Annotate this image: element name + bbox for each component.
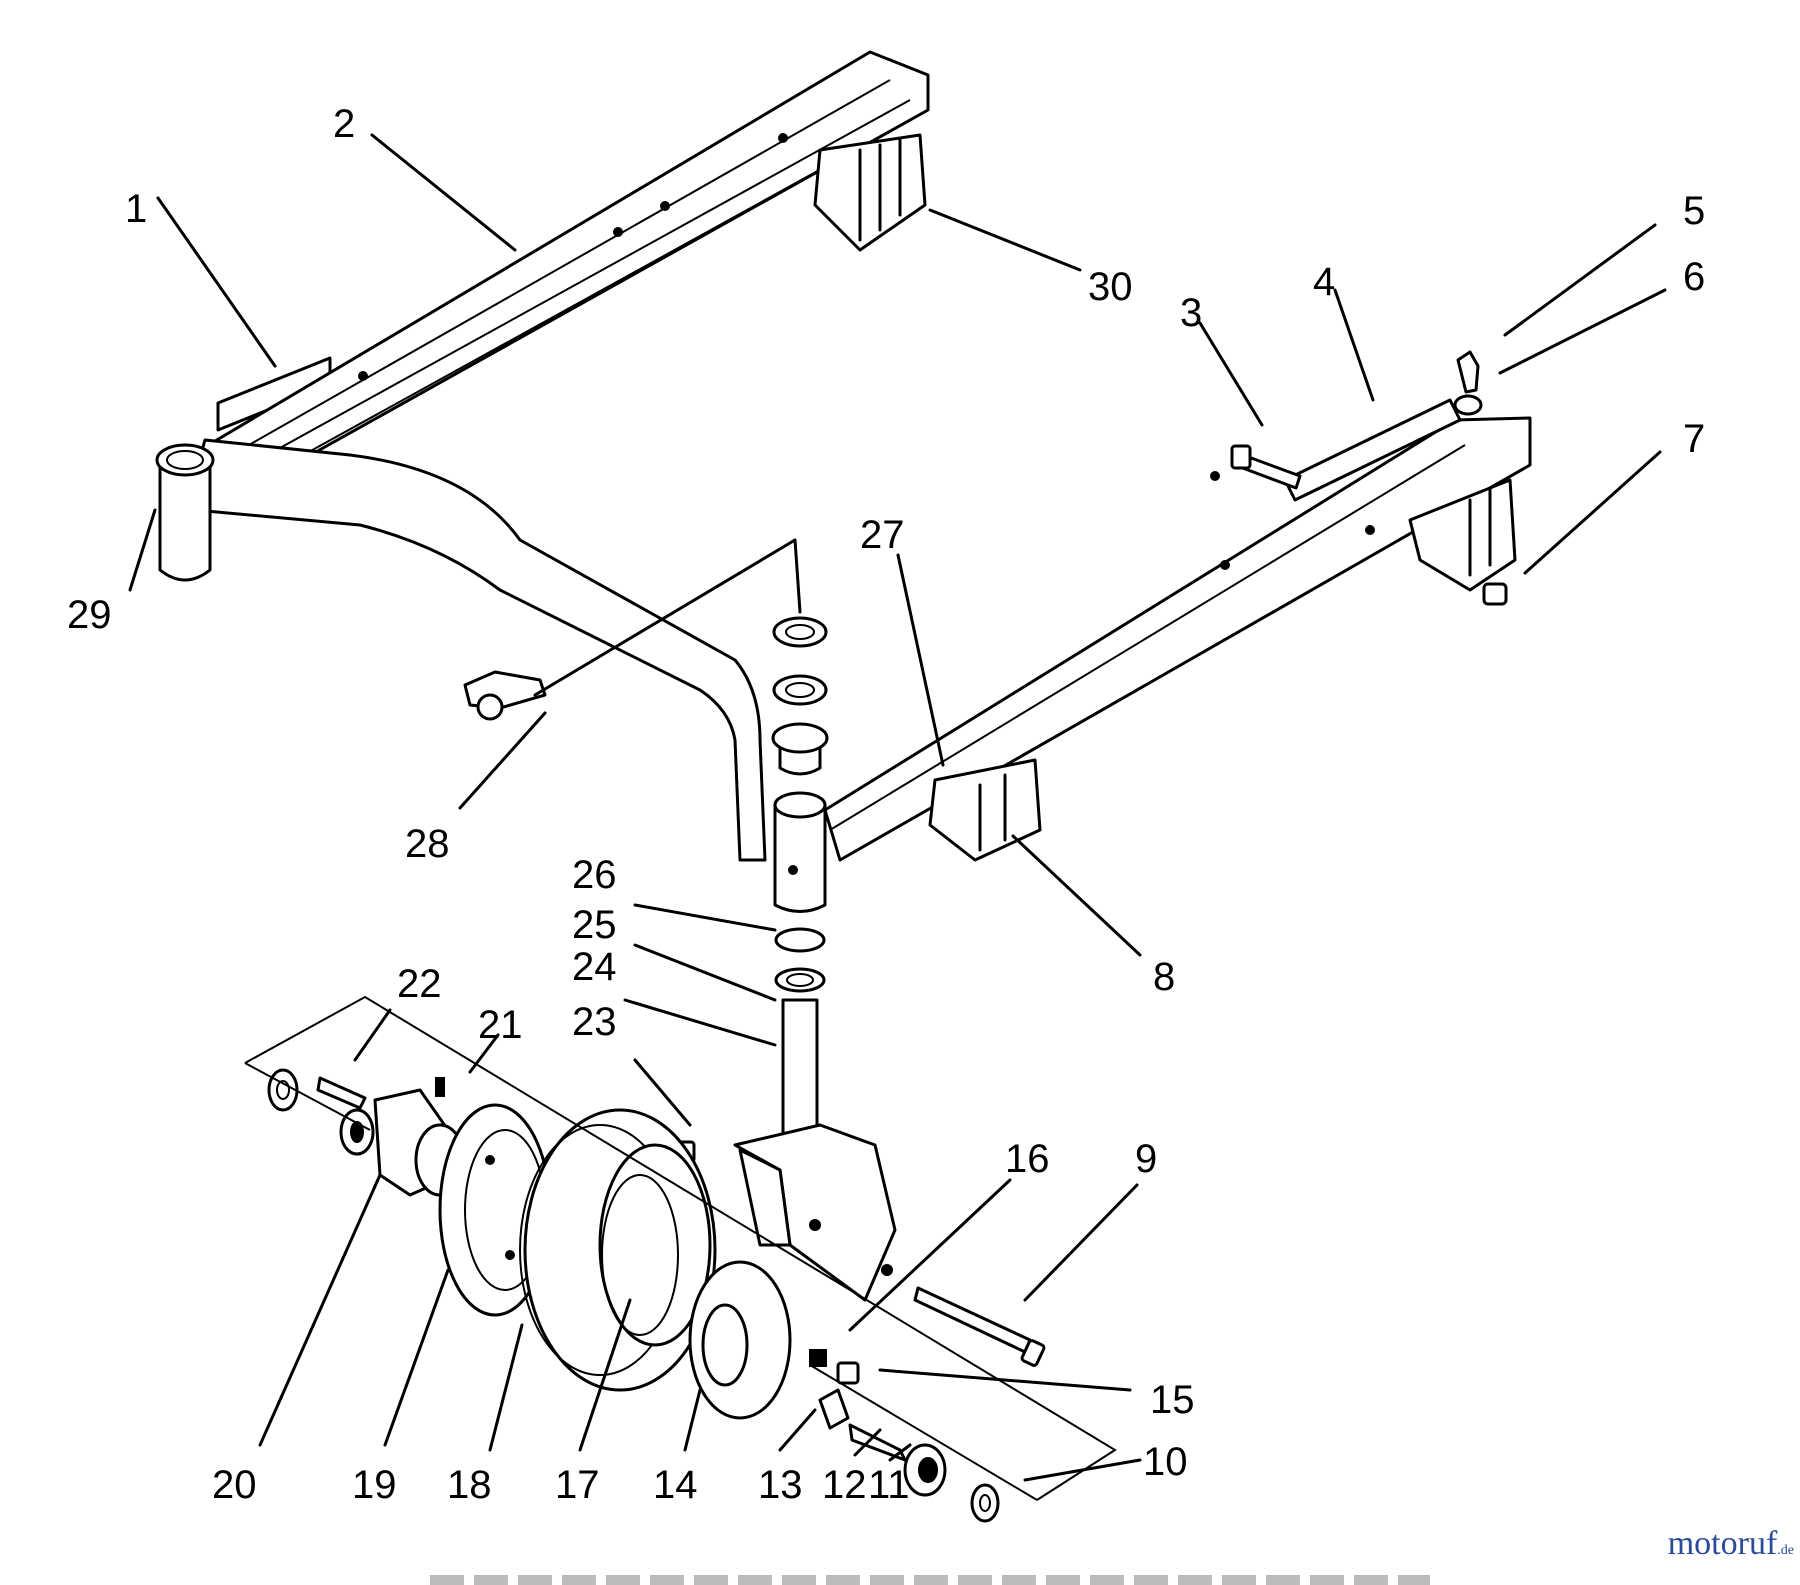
bearing-cone — [774, 967, 826, 993]
bolt-22 — [316, 1076, 367, 1110]
callout-20: 20 — [212, 1463, 257, 1507]
callout-25: 25 — [572, 903, 617, 947]
callout-2: 2 — [333, 102, 355, 146]
fitting-21 — [435, 1077, 445, 1097]
cropped-caption — [430, 1575, 1430, 1585]
callout-numbers: 1 2 3 4 5 6 7 8 9 10 11 12 13 14 15 16 1… — [67, 102, 1705, 1507]
caster-tube-assembly — [771, 616, 829, 993]
callout-14: 14 — [653, 1463, 698, 1507]
right-side-member — [1283, 398, 1462, 502]
washer-10 — [970, 1483, 1000, 1523]
callout-19: 19 — [352, 1463, 397, 1507]
callout-24: 24 — [572, 945, 617, 989]
callout-4: 4 — [1313, 260, 1335, 304]
rear-bracket — [813, 133, 927, 252]
bolt-9 — [913, 1286, 1032, 1354]
thrust-washer-mid — [772, 674, 828, 706]
callout-30: 30 — [1088, 265, 1133, 309]
right-rail — [823, 416, 1532, 862]
caster-fork — [670, 998, 897, 1302]
callout-29: 29 — [67, 593, 112, 637]
front-arm — [193, 438, 767, 862]
callout-15: 15 — [1150, 1378, 1195, 1422]
spacer-13 — [818, 1388, 850, 1430]
axle-12 — [848, 1423, 907, 1462]
callout-16: 16 — [1005, 1137, 1050, 1181]
washer-6 — [1453, 394, 1483, 416]
tire-tube-17 — [598, 1143, 712, 1347]
callout-11: 11 — [868, 1463, 910, 1507]
watermark: motoruf.de — [1668, 1525, 1794, 1563]
left-pivot-tube — [155, 443, 215, 582]
callout-28: 28 — [405, 822, 450, 866]
bolt-5 — [1456, 350, 1480, 394]
callout-6: 6 — [1683, 255, 1705, 299]
callout-18: 18 — [447, 1463, 492, 1507]
callout-12: 12 — [822, 1463, 867, 1507]
callout-17: 17 — [555, 1463, 600, 1507]
callout-1: 1 — [125, 187, 147, 231]
callout-21: 21 — [478, 1003, 523, 1047]
callout-10: 10 — [1143, 1440, 1188, 1484]
callout-22: 22 — [397, 962, 442, 1006]
callout-5: 5 — [1683, 189, 1705, 233]
thrust-washer-top — [772, 616, 828, 648]
watermark-suffix: .de — [1777, 1543, 1794, 1558]
grease-fitting — [463, 670, 547, 721]
nut-15a — [809, 1349, 827, 1367]
nut-7 — [1482, 582, 1508, 606]
callout-8: 8 — [1153, 955, 1175, 999]
callout-13: 13 — [758, 1463, 803, 1507]
nut-15 — [836, 1361, 860, 1385]
right-hardware — [1230, 350, 1508, 606]
callout-3: 3 — [1180, 291, 1202, 335]
leader-lines — [128, 133, 1667, 1482]
callout-9: 9 — [1135, 1137, 1157, 1181]
callout-27: 27 — [860, 513, 905, 557]
frame-assembly — [193, 50, 1532, 862]
callout-26: 26 — [572, 853, 617, 897]
watermark-text: motoruf — [1667, 1525, 1778, 1562]
wheel-assembly — [267, 1068, 1046, 1523]
wheel-group-outline — [244, 995, 1117, 1501]
callout-7: 7 — [1683, 417, 1705, 461]
callout-23: 23 — [572, 1000, 617, 1044]
washer-22 — [267, 1068, 299, 1112]
bearing-cup — [774, 927, 826, 953]
caster-mount-tube — [773, 803, 827, 913]
